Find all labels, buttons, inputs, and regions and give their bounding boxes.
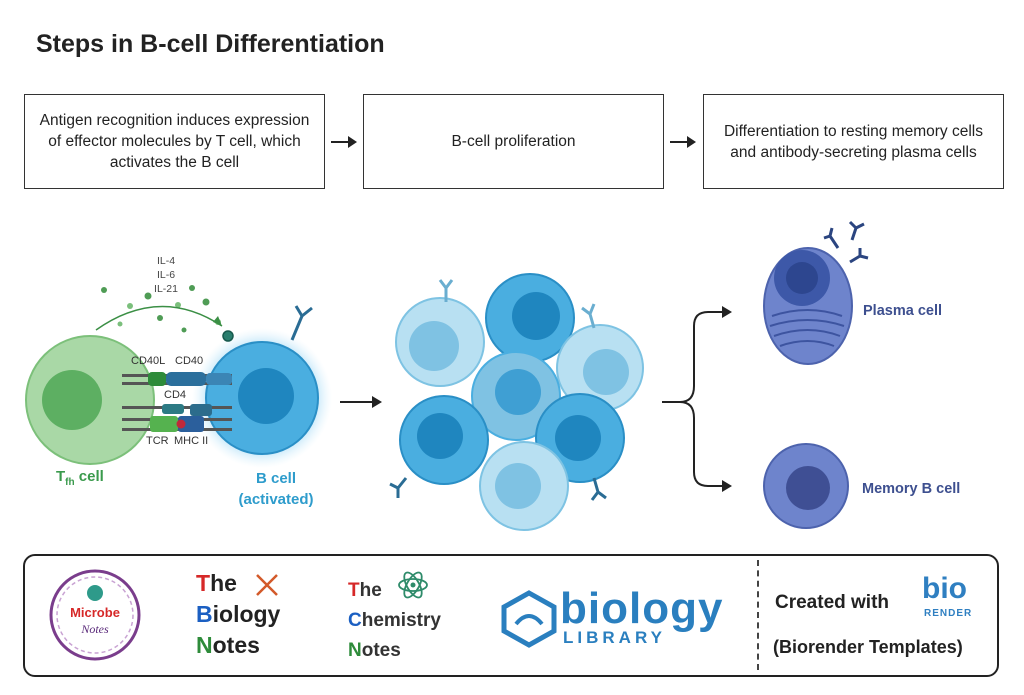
cytokine-il21: IL-21 xyxy=(154,283,178,295)
label-cd4: CD4 xyxy=(164,389,187,401)
biology-library-sub: LIBRARY xyxy=(563,628,666,647)
b-cell-activated xyxy=(192,305,332,468)
step-text-2: B-cell proliferation xyxy=(451,133,576,150)
cn-l1a: T xyxy=(348,580,360,601)
cytokine-labels: IL-4 IL-6 IL-21 xyxy=(146,254,186,296)
biology-notes-logo: The Biology Notes xyxy=(196,568,280,661)
proliferation-arrow xyxy=(340,396,382,408)
plasma-cell-label: Plasma cell xyxy=(863,303,942,319)
biorender-logo: bio xyxy=(922,572,967,605)
receptor-complexes xyxy=(122,372,232,432)
plasma-cell xyxy=(763,220,869,365)
label-cd40l: CD40L xyxy=(131,355,166,367)
label-cd40: CD40 xyxy=(175,355,204,367)
cn-l2b: hemistry xyxy=(361,610,441,631)
logo-divider xyxy=(757,560,759,670)
bn-l3a: N xyxy=(196,632,213,658)
biorender-logo-sub: RENDER xyxy=(924,608,973,619)
biology-library-icon xyxy=(501,590,557,648)
tfh-label-rest: cell xyxy=(74,468,104,485)
microbe-notes-line2: Notes xyxy=(81,622,109,636)
differentiation-illustration xyxy=(25,220,869,531)
proliferating-cells xyxy=(389,273,644,531)
cn-l3b: otes xyxy=(361,640,401,661)
bn-l3b: otes xyxy=(212,632,260,658)
bn-l1b: he xyxy=(210,570,237,596)
b-cell-label: B cell (activated) xyxy=(226,468,326,510)
cytokine-arrow xyxy=(95,305,223,331)
microbe-notes-line1: Microbe xyxy=(70,605,120,620)
cytokine-il6: IL-6 xyxy=(156,269,176,281)
cn-l3a: N xyxy=(348,640,362,661)
step-box-2: B-cell proliferation xyxy=(363,94,664,189)
cn-l2a: C xyxy=(348,610,362,631)
step-box-3: Differentiation to resting memory cells … xyxy=(703,94,1004,189)
microbe-notes-logo-icon xyxy=(49,569,141,661)
memory-b-cell xyxy=(763,443,849,529)
tfh-label-main: T xyxy=(56,468,66,485)
step-text-3: Differentiation to resting memory cells … xyxy=(723,122,983,161)
logo-strip xyxy=(23,554,999,677)
cn-l1b: he xyxy=(359,580,382,601)
step-arrow-2 xyxy=(670,136,696,148)
bn-l1a: T xyxy=(196,570,211,596)
created-with-text: Created with xyxy=(775,592,890,613)
tfh-label-sub: fh xyxy=(65,477,75,488)
b-cell-label-line1: B cell xyxy=(255,470,297,487)
bn-l2b: iology xyxy=(212,601,281,627)
biorender-templates-text: (Biorender Templates) xyxy=(773,637,963,657)
label-mhc: MHC II xyxy=(174,435,209,447)
cytokine-il4: IL-4 xyxy=(156,255,176,267)
step-text-1: Antigen recognition induces expression o… xyxy=(39,112,310,171)
chemistry-notes-logo: The Chemistry Notes xyxy=(348,576,441,666)
page-title: Steps in B-cell Differentiation xyxy=(36,30,385,58)
memory-b-cell-label: Memory B cell xyxy=(862,481,961,497)
branch-arrows xyxy=(662,311,724,487)
b-cell-label-line2: (activated) xyxy=(238,491,314,508)
step-arrow-1 xyxy=(331,136,357,148)
label-tcr: TCR xyxy=(146,435,169,447)
tfh-cell xyxy=(25,335,155,465)
step-box-1: Antigen recognition induces expression o… xyxy=(24,94,325,189)
bn-l2a: B xyxy=(196,601,213,627)
biology-library-text: biology xyxy=(560,584,724,633)
dna-icon xyxy=(256,574,278,596)
tfh-cell-label: Tfh cell xyxy=(56,468,104,488)
atom-icon xyxy=(398,571,428,599)
cytokine-dots xyxy=(101,285,221,333)
